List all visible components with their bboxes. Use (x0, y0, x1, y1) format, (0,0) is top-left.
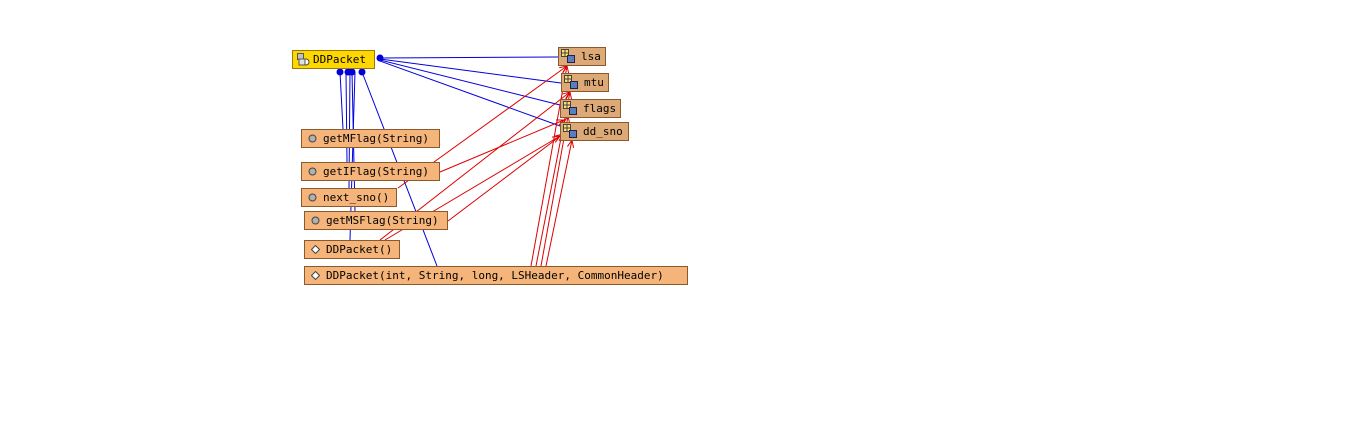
method-node-label: next_sno() (323, 191, 390, 204)
constructor-icon (311, 271, 320, 280)
edge-class-to-getmflag (339, 71, 344, 130)
constructor-node-label: DDPacket(int, String, long, LSHeader, Co… (326, 269, 664, 282)
method-node-getmflag[interactable]: getMFlag(String) (301, 129, 440, 148)
field-icon (563, 124, 577, 138)
field-icon (561, 49, 575, 63)
field-node-flags[interactable]: flags (560, 99, 621, 118)
method-icon (308, 167, 317, 176)
containment-dot-4 (358, 68, 366, 76)
field-icon (563, 101, 577, 115)
containment-dot-1 (336, 68, 344, 76)
method-node-label: getIFlag(String) (323, 165, 429, 178)
containment-dot-right (376, 54, 384, 62)
access-ctor5-to-lsa-head (562, 64, 570, 74)
constructor-node-ddpacket-noargs[interactable]: DDPacket() (304, 240, 400, 259)
field-node-mtu[interactable]: mtu (561, 73, 609, 92)
access-ctor5-to-mtu-head (565, 90, 573, 100)
method-node-label: getMSFlag(String) (326, 214, 439, 227)
method-node-getiflag[interactable]: getIFlag(String) (301, 162, 440, 181)
field-node-label: dd_sno (583, 125, 623, 138)
edge-class-to-flags (379, 59, 561, 106)
containment-dot-3 (348, 68, 356, 76)
class-icon (297, 53, 310, 66)
constructor-node-ddpacket-full[interactable]: DDPacket(int, String, long, LSHeader, Co… (304, 266, 688, 285)
field-node-label: lsa (581, 50, 601, 63)
constructor-node-label: DDPacket() (326, 243, 393, 256)
field-node-dd-sno[interactable]: dd_sno (560, 122, 629, 141)
method-icon (308, 134, 317, 143)
constructor-icon (311, 245, 320, 254)
access-ctor5-to-lsa (530, 65, 568, 267)
field-node-lsa[interactable]: lsa (558, 47, 606, 66)
edge-class-to-getiflag (345, 71, 348, 163)
method-node-next-sno[interactable]: next_sno() (301, 188, 397, 207)
field-node-label: flags (583, 102, 617, 115)
method-icon (308, 193, 317, 202)
class-node-label: DDPacket (313, 53, 366, 66)
class-node-ddpacket[interactable]: DDPacket (292, 50, 375, 69)
method-node-label: getMFlag(String) (323, 132, 429, 145)
access-getiflag-to-flags (439, 119, 565, 173)
access-getmsflag-to-dd-sno (447, 133, 564, 222)
access-ctor5-to-flags (540, 115, 569, 267)
edge-class-to-mtu (379, 58, 562, 84)
field-node-label: mtu (584, 76, 604, 89)
field-icon (564, 75, 578, 89)
access-ctor5-to-dd-sno (545, 139, 573, 267)
access-ctor5-to-mtu (535, 91, 571, 267)
method-icon (311, 216, 320, 225)
edge-class-to-dd-sno (379, 60, 561, 127)
edge-class-to-lsa (379, 56, 559, 59)
method-node-getmsflag[interactable]: getMSFlag(String) (304, 211, 448, 230)
